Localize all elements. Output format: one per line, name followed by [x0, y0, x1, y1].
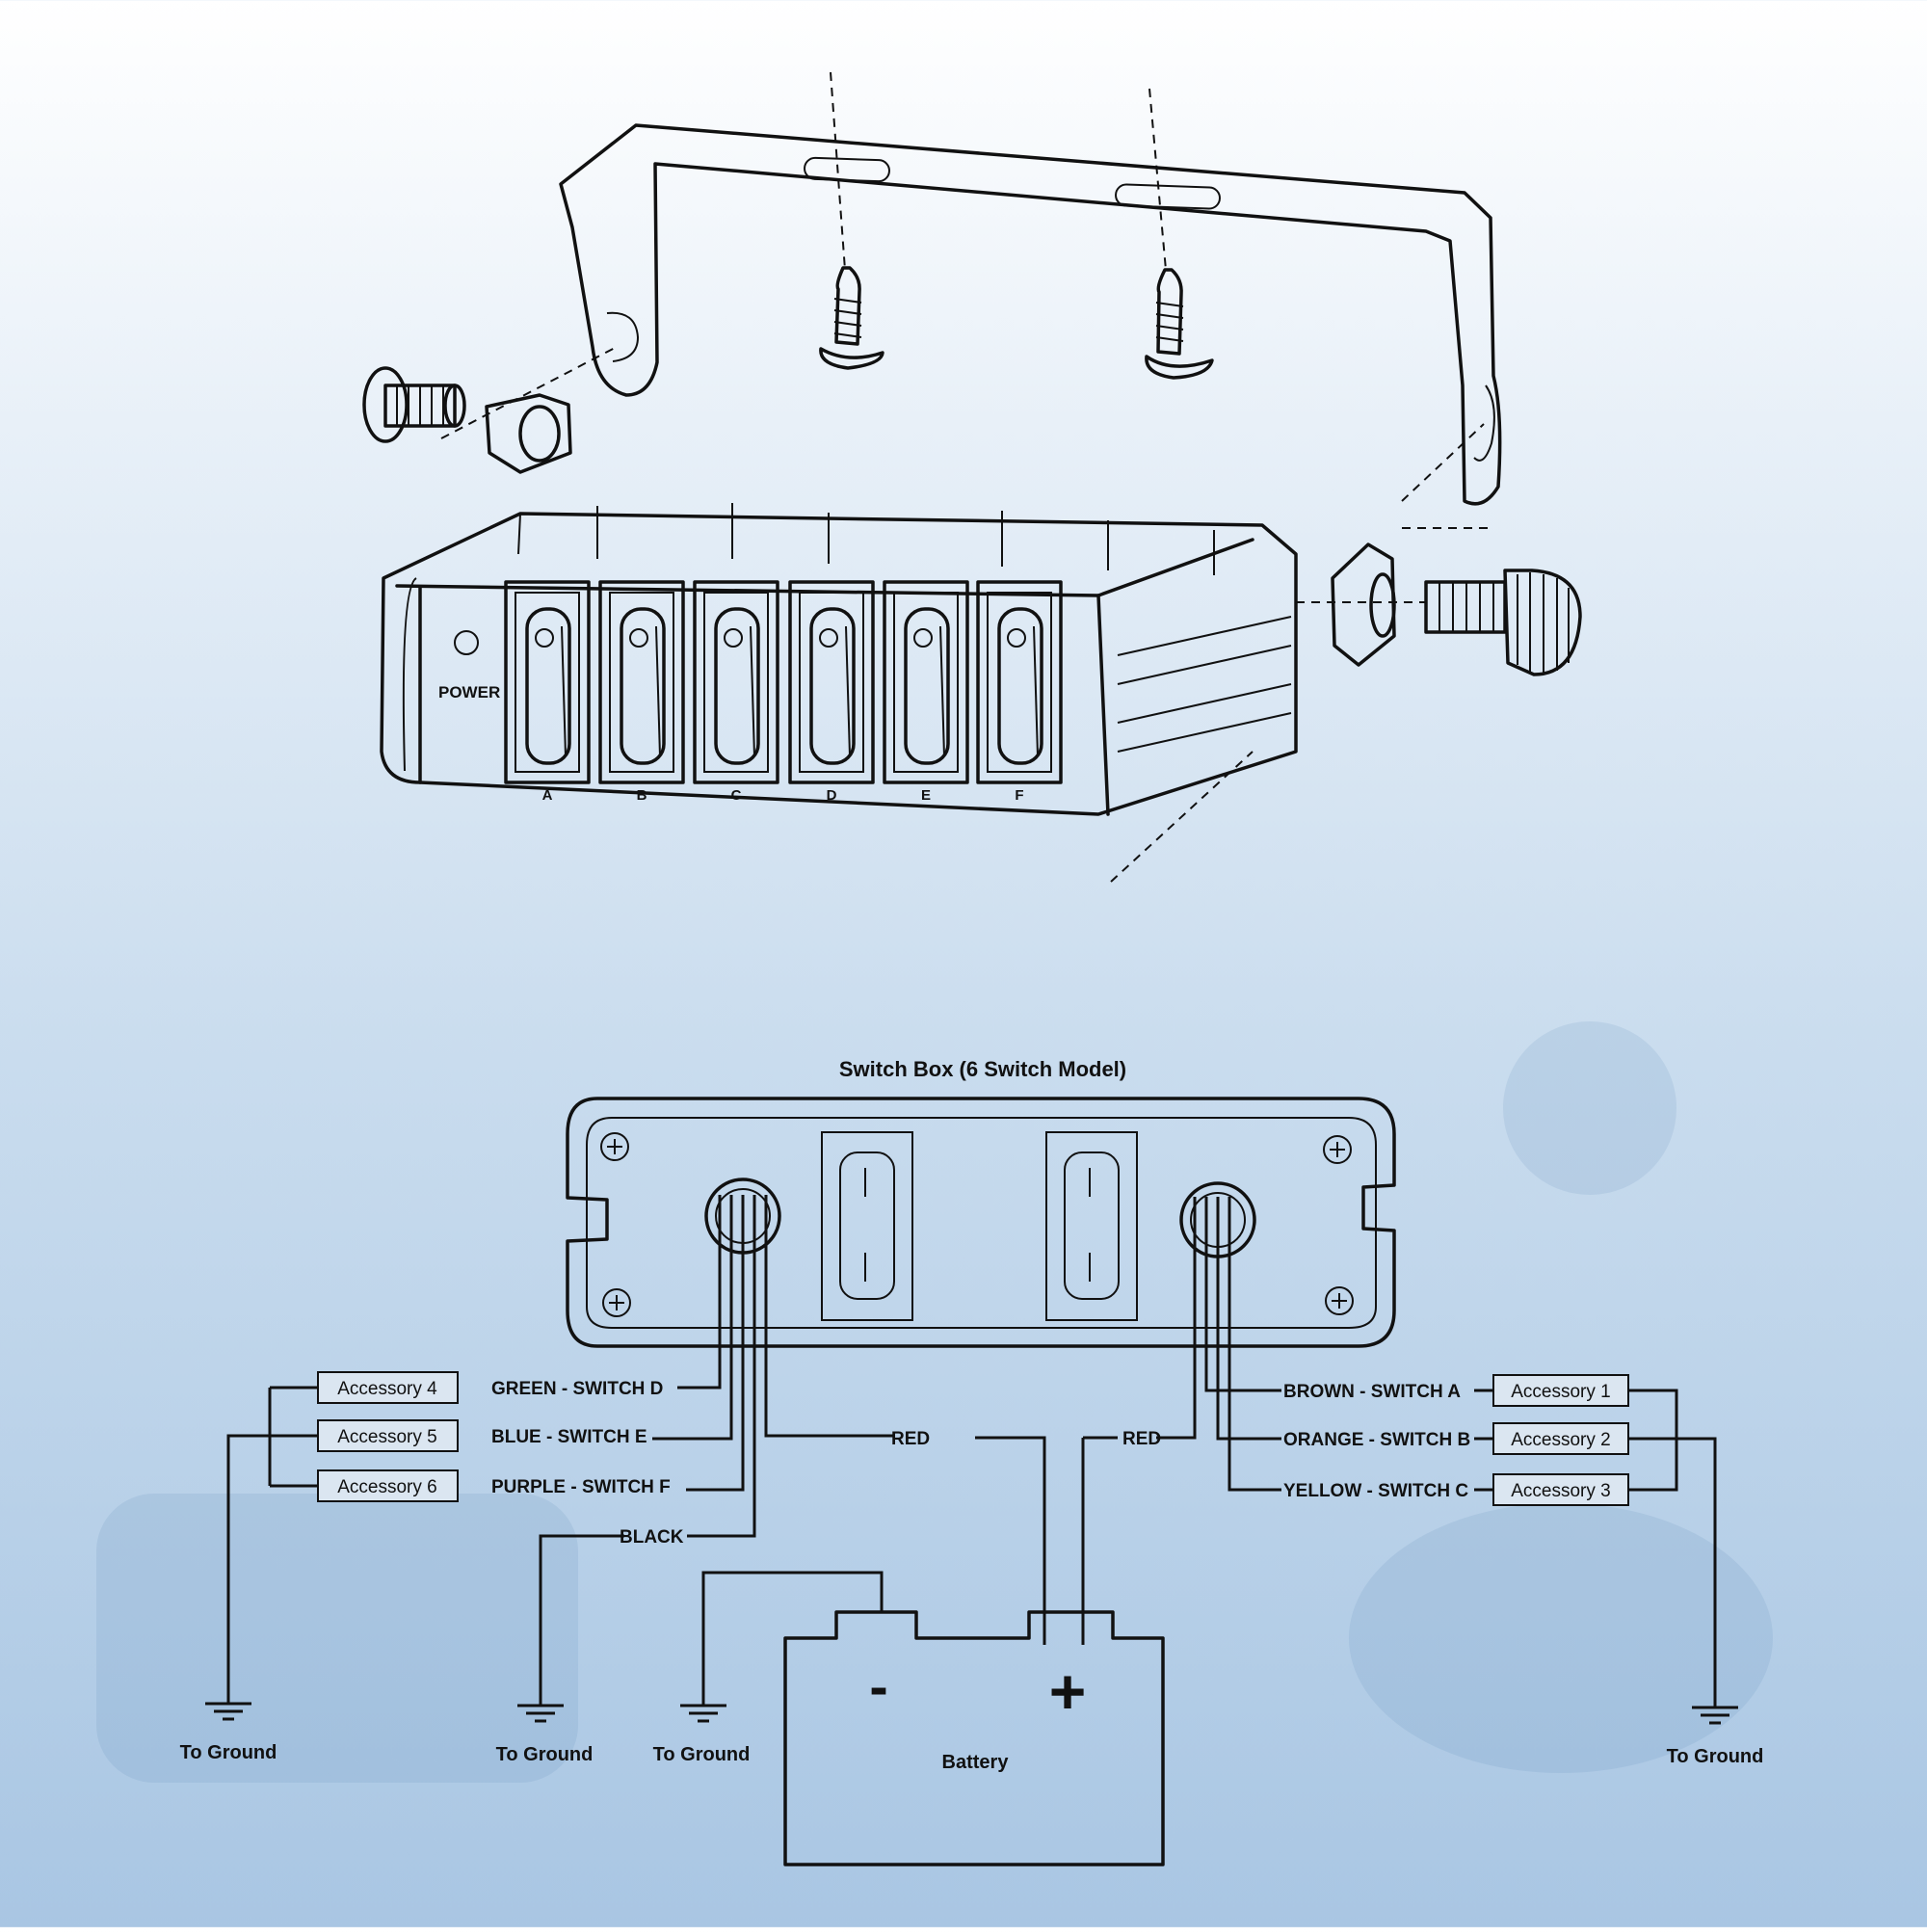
battery-plus-symbol: +	[1049, 1655, 1087, 1727]
accessory-box-label: Accessory 6	[337, 1477, 436, 1497]
left-wire-row-3: Accessory 6 PURPLE - SWITCH F	[317, 1469, 671, 1502]
ground-symbol-2: To Ground	[496, 1704, 594, 1765]
exploded-view: POWER A B C D E F	[362, 71, 1582, 883]
wiring-diagram: Switch Box (6 Switch Model)	[180, 1057, 1764, 1866]
fuse-right	[1045, 1131, 1138, 1321]
red-wire-label-right: RED	[1122, 1429, 1161, 1449]
rocker-switch-e: E	[883, 580, 969, 804]
nut-right	[1331, 543, 1396, 667]
rocker-switch-d: D	[788, 580, 875, 804]
screw-left	[819, 266, 884, 370]
rocker-switch-b: B	[598, 580, 685, 804]
switch-letter-a: A	[542, 787, 553, 804]
ground-label-3: To Ground	[653, 1744, 751, 1765]
left-wire-bundle	[539, 1195, 1046, 1706]
battery: - + Battery	[783, 1610, 1165, 1866]
ground-symbol-4: To Ground	[1667, 1706, 1764, 1767]
accessory-box-label: Accessory 1	[1511, 1382, 1610, 1402]
background-watermark	[96, 1021, 1773, 1783]
ground-label-2: To Ground	[496, 1744, 594, 1765]
right-wire-row-1: BROWN - SWITCH A Accessory 1	[1283, 1374, 1629, 1407]
black-wire-label: BLACK	[620, 1527, 684, 1548]
battery-label: Battery	[942, 1752, 1010, 1773]
rocker-switches: A B C D E F	[504, 580, 1063, 804]
switch-letter-f: F	[1015, 787, 1023, 804]
switch-letter-c: C	[731, 787, 742, 804]
right-wire-bundle	[1081, 1197, 1281, 1645]
switch-letter-d: D	[827, 787, 837, 804]
accessory-box-label: Accessory 5	[337, 1427, 436, 1447]
ground-symbol-1: To Ground	[180, 1702, 277, 1763]
switch-box-housing: POWER	[380, 503, 1298, 816]
power-label: POWER	[438, 683, 500, 701]
knob-left	[362, 366, 466, 443]
battery-negative-wire	[701, 1571, 884, 1706]
wire-label: BLUE - SWITCH E	[491, 1427, 647, 1447]
accessory-box-label: Accessory 4	[337, 1379, 437, 1399]
corner-screw-bottom-left	[602, 1288, 631, 1317]
battery-minus-symbol: -	[869, 1655, 887, 1718]
wire-label: PURPLE - SWITCH F	[491, 1477, 671, 1497]
right-wire-row-3: YELLOW - SWITCH C Accessory 3	[1283, 1473, 1629, 1506]
ground-symbol-3: To Ground	[653, 1704, 751, 1765]
right-wire-row-2: ORANGE - SWITCH B Accessory 2	[1283, 1422, 1629, 1455]
corner-screw-top-left	[600, 1132, 629, 1161]
right-accessory-wiring	[1474, 1389, 1717, 1707]
accessory-box-label: Accessory 3	[1511, 1481, 1610, 1501]
wire-label: YELLOW - SWITCH C	[1283, 1481, 1468, 1501]
corner-screw-top-right	[1323, 1135, 1352, 1164]
left-wire-row-2: Accessory 5 BLUE - SWITCH E	[317, 1419, 647, 1452]
switch-box-front	[566, 1097, 1396, 1348]
nut-left	[485, 393, 572, 474]
rocker-switch-c: C	[693, 580, 779, 804]
ground-label-1: To Ground	[180, 1742, 277, 1763]
ground-symbols: To Ground To Ground To Ground To Ground	[180, 1702, 1764, 1767]
red-wire-label-left: RED	[891, 1429, 930, 1449]
wire-labels: Accessory 4 GREEN - SWITCH D Accessory 5 BL…	[317, 1371, 1629, 1506]
rocker-switch-f: F	[976, 580, 1063, 804]
left-wire-row-1: Accessory 4 GREEN - SWITCH D	[317, 1371, 663, 1404]
wire-label: BROWN - SWITCH A	[1283, 1382, 1461, 1402]
switch-letter-e: E	[921, 787, 931, 804]
fuse-left	[821, 1131, 913, 1321]
switch-letter-b: B	[637, 787, 647, 804]
wiring-title: Switch Box (6 Switch Model)	[839, 1057, 1126, 1081]
wire-label: ORANGE - SWITCH B	[1283, 1430, 1470, 1450]
mounting-bracket	[559, 123, 1502, 506]
power-led	[454, 630, 479, 655]
ground-label-4: To Ground	[1667, 1746, 1764, 1767]
knob-right	[1424, 569, 1582, 676]
corner-screw-bottom-right	[1325, 1286, 1354, 1315]
screw-right	[1145, 268, 1214, 380]
accessory-box-label: Accessory 2	[1511, 1430, 1610, 1450]
wire-label: GREEN - SWITCH D	[491, 1379, 663, 1399]
rocker-switch-a: A	[504, 580, 591, 804]
